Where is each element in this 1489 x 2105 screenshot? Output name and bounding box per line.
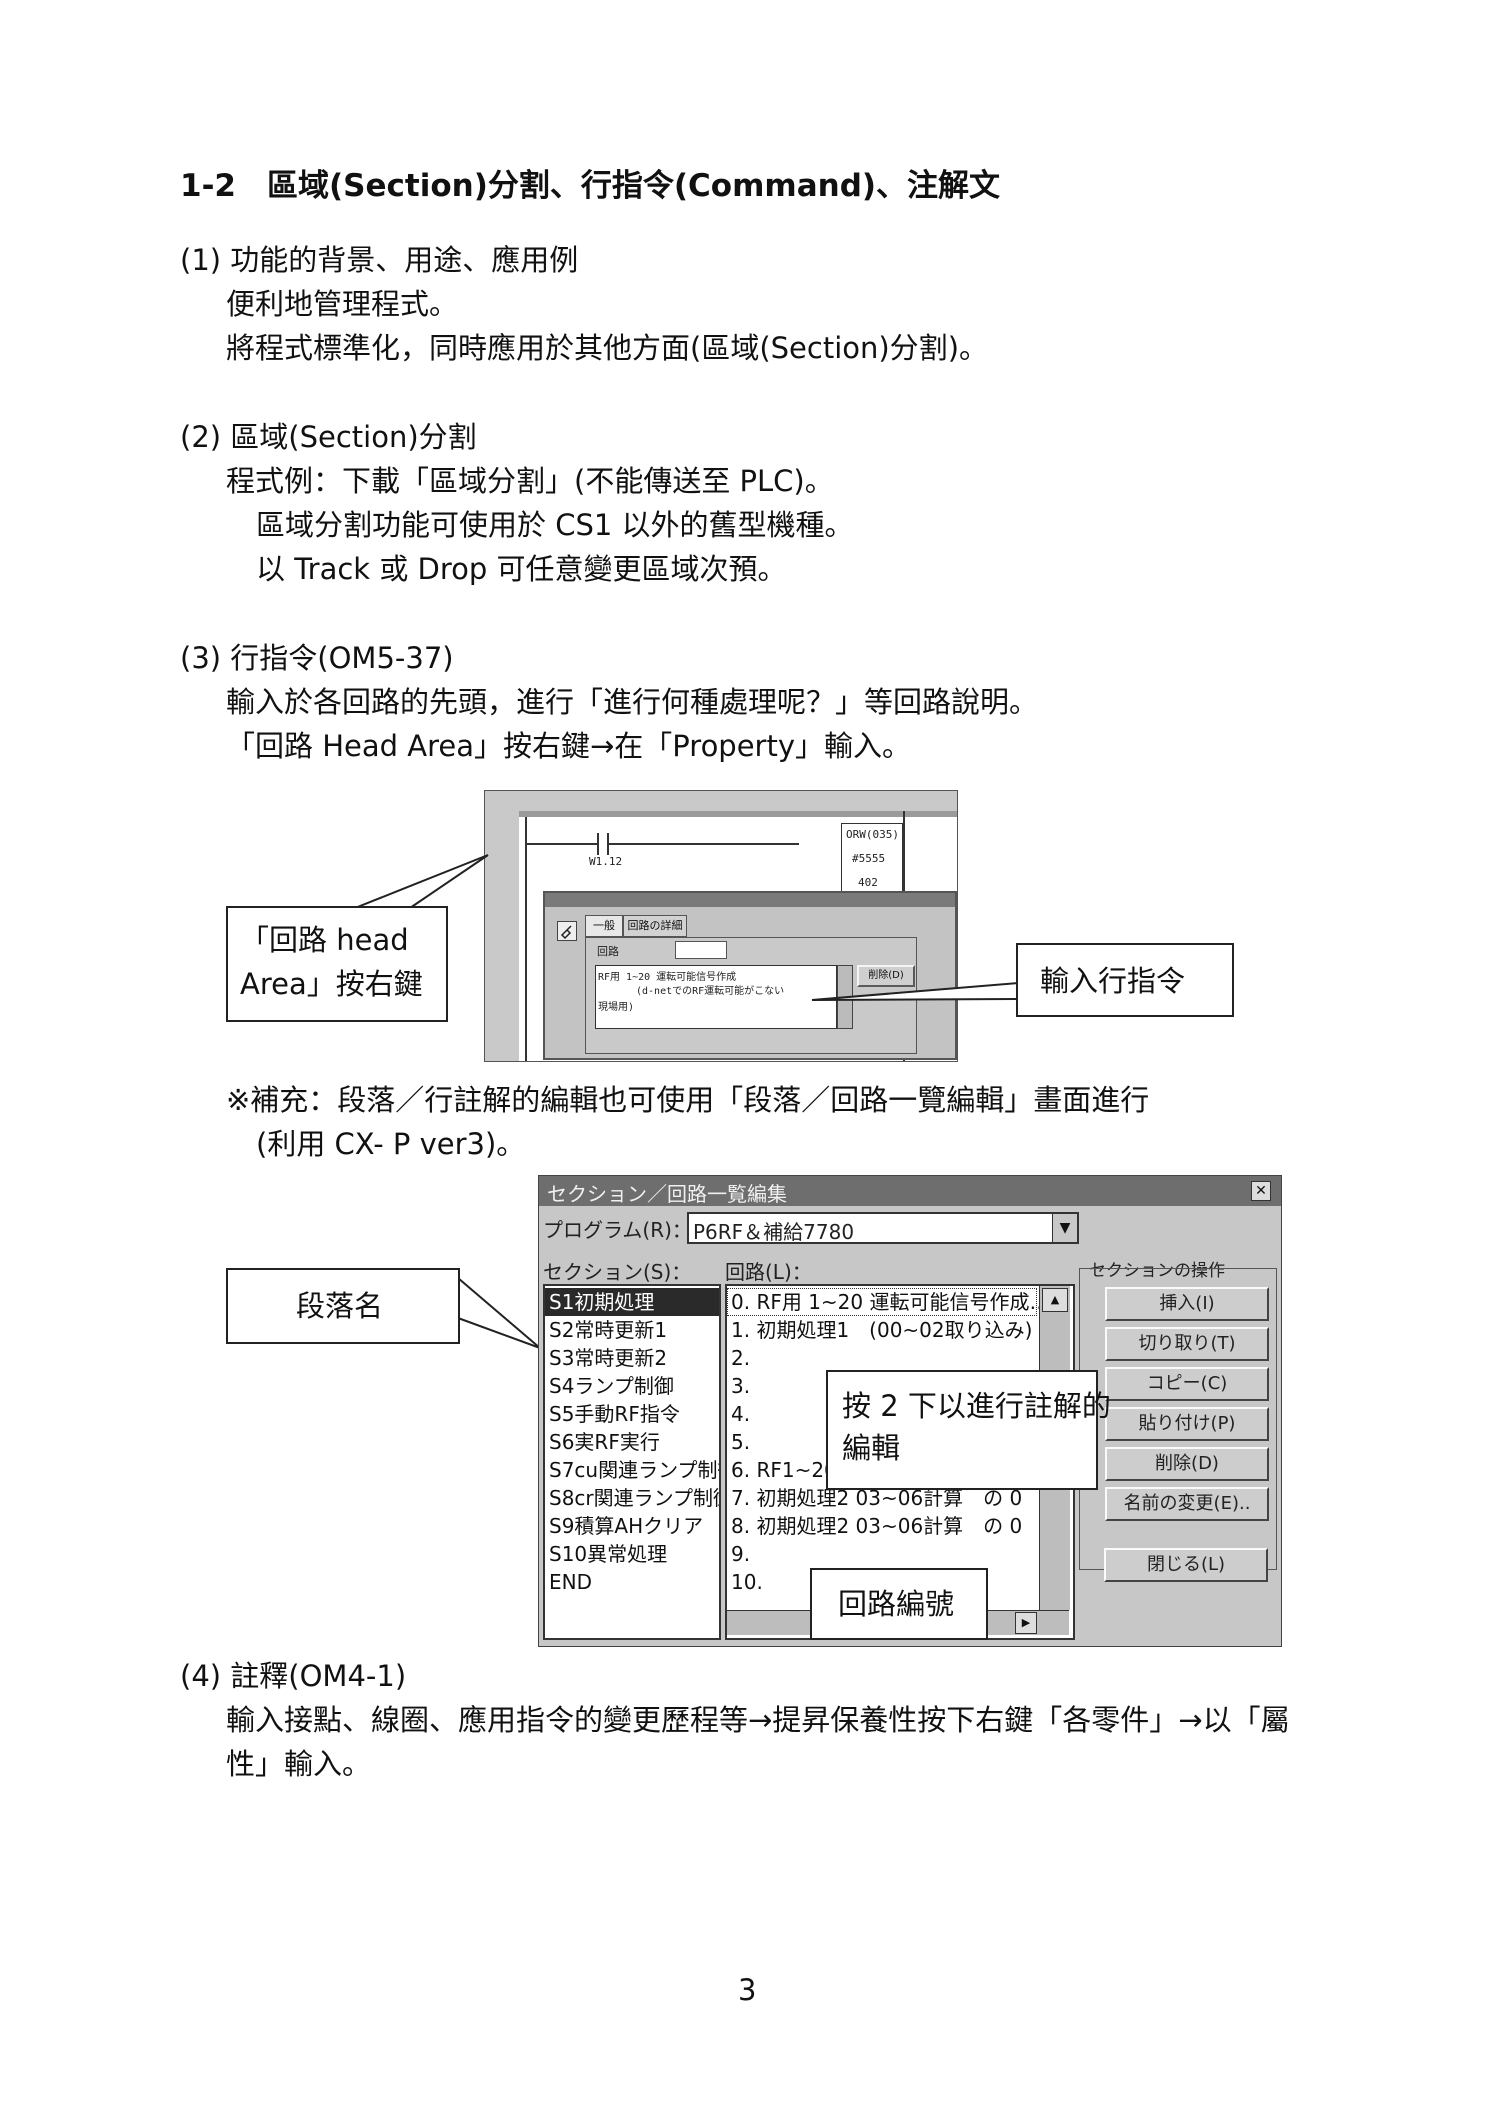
s3-line2: 「回路 Head Area」按右鍵→在「Property」輸入。 (226, 729, 912, 763)
scroll-right-icon[interactable]: ▶ (1015, 1612, 1037, 1634)
s3-line1: 輸入於各回路的先頭，進行「進行何種處理呢？」等回路說明。 (226, 685, 1039, 719)
delete-button[interactable]: 削除(D) (857, 965, 915, 987)
scroll-up-icon[interactable]: ▲ (1042, 1288, 1068, 1312)
circuit-label: 回路 (597, 945, 619, 958)
section-item[interactable]: S5手動RF指令 (549, 1402, 680, 1426)
s4-line2: 性」輸入。 (226, 1747, 372, 1781)
close-button[interactable]: 閉じる(L) (1104, 1548, 1268, 1582)
callout-section-name: 段落名 (226, 1268, 460, 1344)
section-list[interactable]: S1初期処理 S2常時更新1 S3常時更新2 S4ランプ制御 S5手動RF指令 … (543, 1284, 721, 1640)
callout-head-area: 「回路 head Area」按右鍵 (226, 906, 448, 1022)
paste-button[interactable]: 貼り付け(P) (1105, 1407, 1269, 1441)
pushpin-icon[interactable] (557, 921, 577, 941)
s3-title: (3) 行指令(OM5-37) (180, 641, 454, 675)
section-item[interactable]: END (549, 1570, 592, 1594)
section-ops-group: 挿入(I) 切り取り(T) コピー(C) 貼り付け(P) 削除(D) 名前の変更… (1079, 1268, 1277, 1570)
section-item[interactable]: S9積算AHクリア (549, 1514, 704, 1538)
section-item[interactable]: S1初期処理 (549, 1290, 655, 1314)
section-ops-label: セクションの操作 (1089, 1261, 1225, 1281)
contact-address: W1.12 (589, 855, 623, 868)
callout-double-click: 按 2 下以進行註解的 編輯 (826, 1370, 1111, 1490)
circuit-field[interactable] (675, 941, 727, 959)
property-dialog: 一般 回路の詳細 回路 RF用 1~20 運転可能信号作成 (d-netでのRF… (543, 891, 957, 1060)
circuit-item[interactable]: 0. RF用 1~20 運転可能信号作成… (731, 1290, 1050, 1314)
section-item[interactable]: S2常時更新1 (549, 1318, 668, 1342)
s2-line2: 區域分割功能可使用於 CS1 以外的舊型機種。 (256, 508, 854, 542)
ladder-screenshot: W1.12 ORW(035) #5555 402 一般 回路の詳細 回路 RF用… (484, 790, 958, 1062)
section-item[interactable]: S7cu関連ランプ制御 (549, 1458, 721, 1482)
s1-line1: 便利地管理程式。 (226, 287, 459, 321)
section-item[interactable]: S4ランプ制御 (549, 1374, 674, 1398)
program-label: プログラム(R)： (543, 1218, 692, 1242)
note-line2: (利用 CX- P ver3)。 (256, 1127, 526, 1161)
circuit-item[interactable]: 7. 初期処理2 03~06計算 の 0 (731, 1486, 1023, 1510)
section-item[interactable]: S8cr関連ランプ制御 (549, 1486, 721, 1510)
section-heading: 1-2 區域(Section)分割、行指令(Command)、注解文 (180, 168, 1001, 204)
circuit-item[interactable]: 2. (731, 1346, 751, 1370)
page-number: 3 (738, 1973, 757, 2007)
s4-line1: 輸入接點、線圈、應用指令的變更歷程等→提昇保養性按下右鍵「各零件」→以「屬 (226, 1703, 1290, 1737)
close-icon[interactable]: ✕ (1251, 1181, 1271, 1201)
circuit-list-label: 回路(L)： (725, 1260, 812, 1284)
circuit-item[interactable]: 6. RF1~20 (731, 1458, 837, 1482)
s1-line2: 將程式標準化，同時應用於其他方面(區域(Section)分割)。 (226, 331, 989, 365)
chevron-down-icon[interactable]: ▼ (1052, 1214, 1077, 1242)
section-item[interactable]: S10異常処理 (549, 1542, 668, 1566)
rename-button[interactable]: 名前の変更(E).. (1105, 1487, 1269, 1521)
s2-line3: 以 Track 或 Drop 可任意變更區域次預。 (256, 552, 787, 586)
callout-circuit-number: 回路編號 (810, 1568, 988, 1640)
s1-title: (1) 功能的背景、用途、應用例 (180, 243, 579, 277)
circuit-item[interactable]: 1. 初期処理1 (00~02取り込み) (731, 1318, 1033, 1342)
s4-title: (4) 註釋(OM4-1) (180, 1659, 407, 1693)
circuit-item[interactable]: 9. (731, 1542, 751, 1566)
circuit-item[interactable]: 5. (731, 1430, 751, 1454)
copy-button[interactable]: コピー(C) (1105, 1367, 1269, 1401)
circuit-item[interactable]: 8. 初期処理2 03~06計算 の 0 (731, 1514, 1023, 1538)
section-item[interactable]: S6実RF実行 (549, 1430, 660, 1454)
insert-button[interactable]: 挿入(I) (1105, 1287, 1269, 1321)
circuit-item[interactable]: 10. (731, 1570, 763, 1594)
s2-title: (2) 區域(Section)分割 (180, 420, 477, 454)
note-line1: ※補充：段落／行註解的編輯也可使用「段落／回路一覽編輯」畫面進行 (226, 1083, 1150, 1117)
instruction-box: ORW(035) #5555 402 (841, 823, 903, 899)
program-select[interactable]: P6RF＆補給7780 ▼ (687, 1212, 1079, 1244)
tab-circuit-detail[interactable]: 回路の詳細 (623, 915, 687, 937)
section-list-label: セクション(S)： (543, 1260, 692, 1284)
tab-general[interactable]: 一般 (585, 915, 623, 937)
s2-line1: 程式例：下載「區域分割」(不能傳送至 PLC)。 (226, 464, 834, 498)
section-item[interactable]: S3常時更新2 (549, 1346, 668, 1370)
dialog-title: セクション／回路一覧編集 (547, 1182, 787, 1206)
delete-button[interactable]: 削除(D) (1105, 1447, 1269, 1481)
cut-button[interactable]: 切り取り(T) (1105, 1327, 1269, 1361)
circuit-item[interactable]: 3. (731, 1374, 751, 1398)
dialog-titlebar: セクション／回路一覧編集 ✕ (539, 1176, 1281, 1206)
circuit-item[interactable]: 4. (731, 1402, 751, 1426)
comment-textarea[interactable]: RF用 1~20 運転可能信号作成 (d-netでのRF運転可能がこない 現場用… (595, 965, 837, 1029)
callout-enter-command: 輸入行指令 (1016, 943, 1234, 1017)
